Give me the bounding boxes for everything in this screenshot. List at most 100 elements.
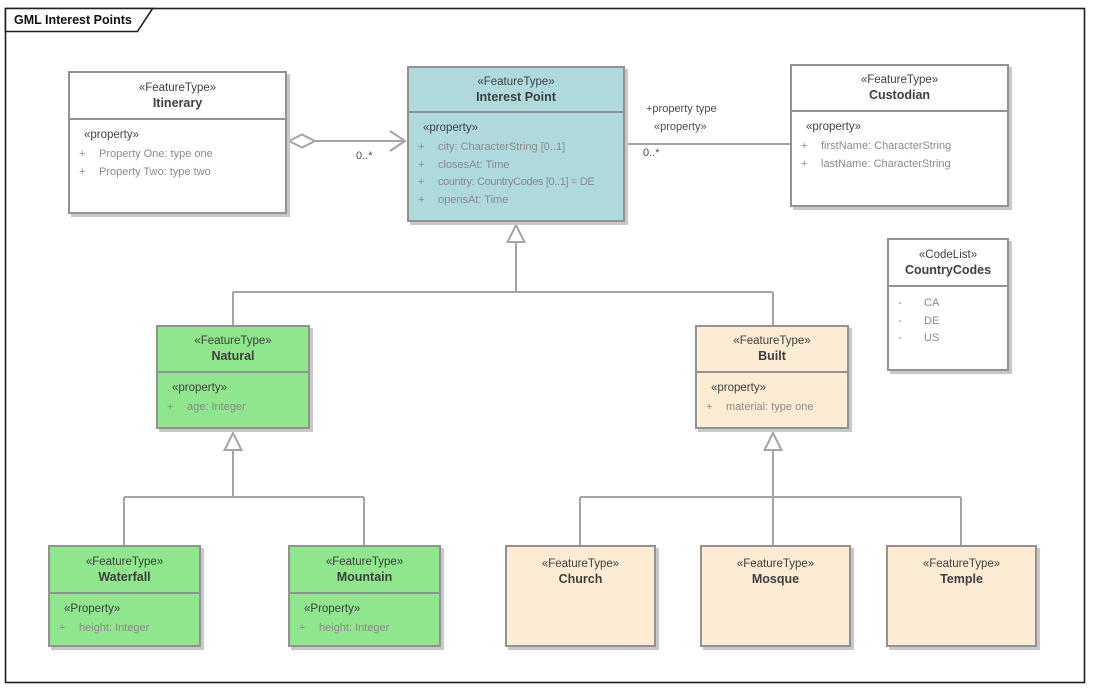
attribute-text: material: type one bbox=[726, 401, 814, 413]
visibility-marker: + bbox=[79, 148, 86, 160]
attribute-stereotype: «property» bbox=[711, 382, 766, 394]
attribute-text: US bbox=[924, 332, 940, 344]
visibility-marker: + bbox=[801, 140, 808, 152]
class-name: Natural bbox=[211, 349, 255, 363]
visibility-marker: - bbox=[898, 297, 902, 309]
generalization-tree-built[interactable] bbox=[579, 430, 962, 545]
attribute-text: city: CharacterString [0..1] bbox=[438, 141, 566, 153]
class-stereotype: «FeatureType» bbox=[325, 555, 404, 568]
attribute-stereotype: «Property» bbox=[64, 603, 121, 615]
generalization-triangle-icon bbox=[505, 222, 527, 243]
visibility-marker: - bbox=[898, 314, 902, 327]
class-header: «FeatureType» Interest Point bbox=[409, 68, 623, 113]
diagram-title: GML Interest Points bbox=[14, 13, 132, 27]
class-itinerary[interactable]: «FeatureType» Itinerary «property» + Pro… bbox=[68, 71, 287, 214]
visibility-marker: + bbox=[418, 193, 425, 206]
class-church[interactable]: «FeatureType» Church bbox=[505, 545, 656, 647]
class-name: Mountain bbox=[336, 569, 393, 584]
class-custodian[interactable]: «FeatureType» Custodian «property» + fir… bbox=[790, 64, 1009, 207]
attribute-text: CA bbox=[924, 297, 940, 309]
class-name: Built bbox=[758, 349, 786, 363]
attribute-text: age: Integer bbox=[187, 401, 246, 413]
class-name: Mosque bbox=[751, 572, 800, 586]
attribute-row: + material: type one bbox=[697, 399, 847, 417]
attribute-stereotype: «property» bbox=[423, 122, 478, 134]
attribute-text: DE bbox=[924, 314, 940, 327]
class-mosque[interactable]: «FeatureType» Mosque bbox=[700, 545, 851, 647]
attribute-row: + height: Integer bbox=[50, 620, 199, 638]
class-name: Custodian bbox=[868, 88, 931, 102]
class-stereotype: «FeatureType» bbox=[922, 558, 1001, 570]
attribute-row: - CA bbox=[889, 295, 1007, 313]
attribute-row: - DE bbox=[889, 313, 1007, 331]
class-name: CountryCodes bbox=[904, 262, 992, 277]
class-natural[interactable]: «FeatureType» Natural «property» + age: … bbox=[156, 325, 310, 429]
attribute-stereotype: «property» bbox=[806, 121, 861, 133]
class-stereotype: «FeatureType» bbox=[477, 75, 555, 88]
generalization-triangle-icon bbox=[762, 430, 784, 451]
aggregation-connector[interactable] bbox=[286, 130, 407, 152]
attribute-row: - US bbox=[889, 330, 1007, 348]
visibility-marker: + bbox=[418, 176, 425, 188]
diagram-frame bbox=[4, 7, 1086, 684]
class-header: «FeatureType» Waterfall bbox=[50, 547, 199, 594]
attribute-compartment: «Property» + height: Integer bbox=[50, 594, 199, 638]
class-country-codes[interactable]: «CodeList» CountryCodes - CA - DE - US bbox=[887, 238, 1009, 371]
class-mountain[interactable]: «FeatureType» Mountain «Property» + heig… bbox=[288, 545, 441, 647]
class-stereotype: «CodeList» bbox=[918, 248, 978, 261]
attribute-text: height: Integer bbox=[79, 622, 150, 634]
class-temple[interactable]: «FeatureType» Temple bbox=[886, 545, 1037, 647]
generalization-tree-interest-point[interactable] bbox=[232, 222, 774, 325]
attribute-compartment: «property» + city: CharacterString [0..1… bbox=[409, 113, 623, 209]
attribute-row: + firstName: CharacterString bbox=[792, 138, 1007, 156]
attribute-row: + height: Integer bbox=[290, 620, 439, 638]
attribute-text: opensAt: Time bbox=[438, 193, 509, 206]
attribute-stereotype: «property» bbox=[172, 382, 227, 394]
class-name: Itinerary bbox=[152, 95, 203, 110]
class-header: «FeatureType» Church bbox=[507, 547, 654, 587]
class-header: «FeatureType» Mosque bbox=[702, 547, 849, 587]
class-name: Church bbox=[558, 572, 603, 586]
class-stereotype: «FeatureType» bbox=[138, 81, 217, 94]
attribute-row: + closesAt: Time bbox=[409, 157, 623, 175]
visibility-marker: + bbox=[167, 401, 174, 413]
class-stereotype: «FeatureType» bbox=[860, 74, 939, 86]
attribute-text: lastName: CharacterString bbox=[821, 157, 951, 170]
class-waterfall[interactable]: «FeatureType» Waterfall «Property» + hei… bbox=[48, 545, 201, 647]
class-header: «FeatureType» Custodian bbox=[792, 66, 1007, 112]
class-header: «FeatureType» Mountain bbox=[290, 547, 439, 594]
attribute-compartment: «Property» + height: Integer bbox=[290, 594, 439, 638]
attribute-compartment: «property» + Property One: type one + Pr… bbox=[70, 120, 285, 181]
class-header: «FeatureType» Built bbox=[697, 327, 847, 373]
visibility-marker: + bbox=[59, 622, 66, 634]
navigability-arrow-icon bbox=[389, 130, 407, 152]
class-header: «FeatureType» Natural bbox=[158, 327, 308, 373]
aggregation-target-multiplicity: 0..* bbox=[356, 150, 373, 162]
class-stereotype: «FeatureType» bbox=[733, 335, 811, 347]
class-header: «CodeList» CountryCodes bbox=[889, 240, 1007, 287]
class-interest-point[interactable]: «FeatureType» Interest Point «property» … bbox=[407, 66, 625, 222]
attribute-row: + country: CountryCodes [0..1] = DE bbox=[409, 174, 623, 192]
attribute-text: Property One: type one bbox=[99, 148, 213, 160]
association-role-label: +property type bbox=[646, 103, 717, 115]
attribute-compartment: - CA - DE - US bbox=[889, 287, 1007, 348]
attribute-row: + age: Integer bbox=[158, 399, 308, 417]
class-stereotype: «FeatureType» bbox=[736, 558, 815, 570]
attribute-row: + Property One: type one bbox=[70, 146, 285, 164]
visibility-marker: + bbox=[418, 158, 425, 171]
class-stereotype: «FeatureType» bbox=[194, 335, 272, 347]
frame-title-tab bbox=[4, 7, 154, 33]
generalization-tree-natural[interactable] bbox=[123, 430, 365, 545]
visibility-marker: + bbox=[706, 401, 713, 413]
visibility-marker: - bbox=[898, 332, 902, 344]
attribute-row: + lastName: CharacterString bbox=[792, 156, 1007, 174]
attribute-compartment: «property» + firstName: CharacterString … bbox=[792, 112, 1007, 173]
class-stereotype: «FeatureType» bbox=[85, 555, 164, 568]
class-built[interactable]: «FeatureType» Built «property» + materia… bbox=[695, 325, 849, 429]
attribute-row: + Property Two: type two bbox=[70, 164, 285, 182]
class-header: «FeatureType» Itinerary bbox=[70, 73, 285, 120]
aggregation-diamond-icon bbox=[286, 133, 318, 149]
attribute-row: + city: CharacterString [0..1] bbox=[409, 139, 623, 157]
